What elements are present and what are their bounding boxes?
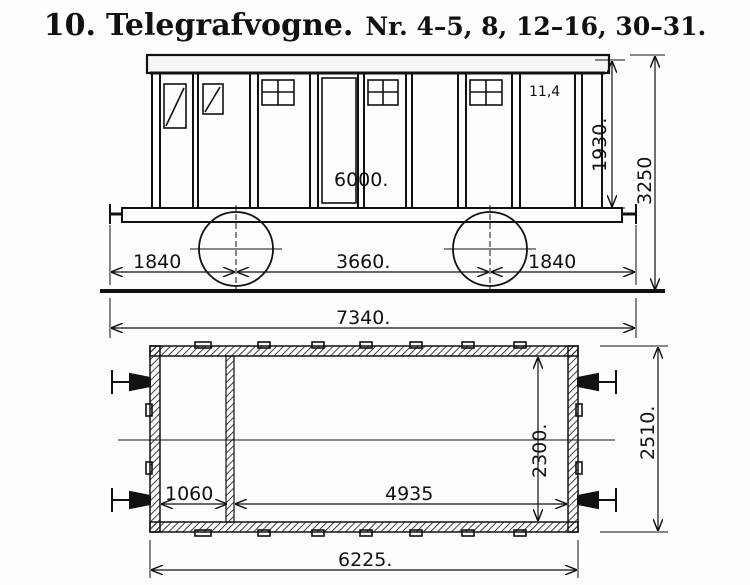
title-name: Telegrafvogne. <box>105 8 354 43</box>
overhang-right-label: 1840 <box>528 251 576 273</box>
drawing-title: 10. Telegrafvogne. Nr. 4–5, 8, 12–16, 30–3… <box>0 8 750 43</box>
underframe <box>121 207 623 223</box>
partition-wall <box>225 355 235 523</box>
total-height-label: 3250 <box>634 157 656 205</box>
side-elevation <box>100 53 665 338</box>
inside-length-label: 6000. <box>334 169 388 191</box>
body-height-label: 1930. <box>589 118 611 172</box>
wheelbase-label: 3660. <box>336 251 390 273</box>
title-subtitle: Nr. 4–5, 8, 12–16, 30–31. <box>365 12 707 41</box>
inner-width-label: 2300. <box>529 424 551 478</box>
compartment-length-label: 1060 <box>165 483 213 505</box>
outer-width-label: 2510. <box>637 406 659 460</box>
main-room-length-label: 4935 <box>385 483 433 505</box>
plan-view <box>111 341 668 578</box>
buffers <box>111 370 617 512</box>
total-length-label: 7340. <box>336 307 390 329</box>
roof <box>145 53 611 75</box>
side-windows <box>163 79 503 129</box>
body-length-label: 6225. <box>338 549 392 571</box>
title-number: 10. <box>43 8 96 43</box>
overhang-left-label: 1840 <box>133 251 181 273</box>
body-posts <box>159 73 583 208</box>
roof-label: 11,4 <box>529 84 560 100</box>
